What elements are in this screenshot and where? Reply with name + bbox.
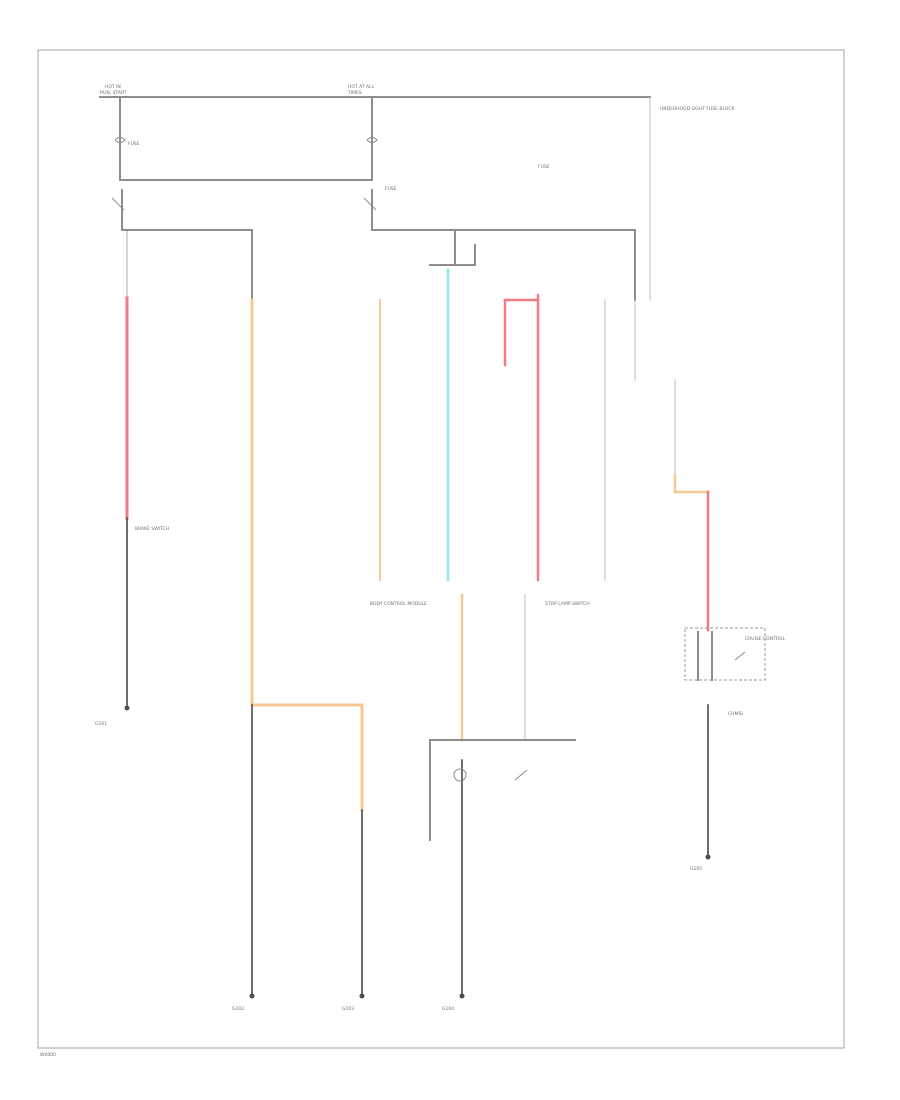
switch-symbol — [514, 769, 528, 781]
top-bus — [99, 96, 651, 301]
label-fuse-b: FUSE — [385, 186, 397, 192]
label-top-left-fuse-sub: RUN, START — [100, 90, 127, 96]
switch-symbol — [734, 651, 746, 661]
circuit-right: G105 — [673, 379, 766, 872]
label-footer: W0000 — [40, 1052, 56, 1058]
label-ground-3: G103 — [342, 1006, 354, 1012]
label-chmsl: CHMSL — [728, 711, 744, 717]
circuit-center: G104 — [379, 268, 636, 1012]
circuit-left: G101 — [95, 229, 130, 727]
ground-symbol — [249, 993, 255, 999]
label-ground-5: G105 — [690, 866, 702, 872]
label-stop-lamp-switch: STOP LAMP SWITCH — [545, 601, 590, 607]
fuse-symbol — [111, 137, 378, 211]
ground-symbol — [459, 993, 465, 999]
label-top-left-fuse: HOT IN — [105, 84, 121, 90]
label-fuse-a: FUSE — [128, 141, 140, 147]
ground-symbol — [124, 705, 130, 711]
label-fuse-c: FUSE — [538, 164, 550, 170]
diagram-frame — [37, 49, 845, 1049]
label-ground-4: G104 — [442, 1006, 454, 1012]
ground-symbol — [359, 993, 365, 999]
label-top-right-note: UNDERHOOD LIGHT FUSE BLOCK — [660, 106, 735, 112]
ground-symbol — [705, 854, 711, 860]
circuit-orange: G102 G103 — [232, 298, 365, 1012]
lamp-symbol — [453, 768, 467, 782]
label-top-center-fuse-sub: TIMES — [347, 90, 362, 96]
label-ground-2: G102 — [232, 1006, 244, 1012]
label-top-center-fuse: HOT AT ALL — [348, 84, 375, 90]
label-brake-switch: BRAKE SWITCH — [135, 526, 169, 532]
cruise-control-box — [684, 627, 766, 681]
label-ground-1: G101 — [95, 721, 107, 727]
label-bcm: BODY CONTROL MODULE — [370, 601, 427, 607]
